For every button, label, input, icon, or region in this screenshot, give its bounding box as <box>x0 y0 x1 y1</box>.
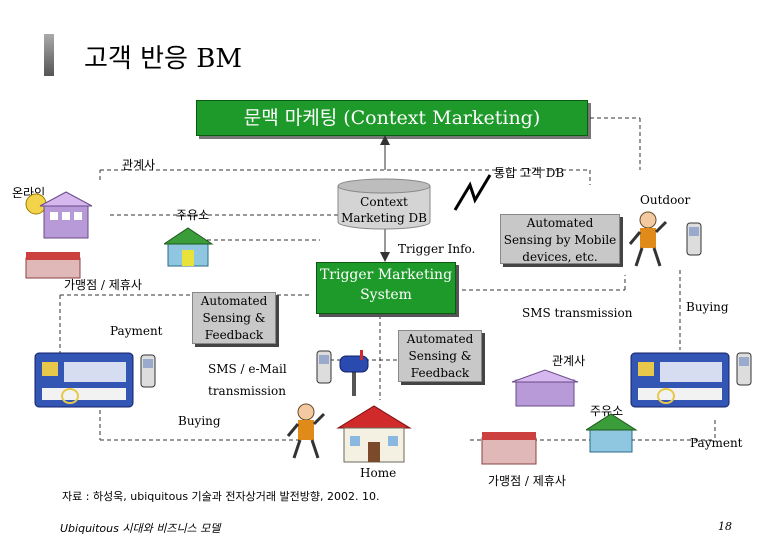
mobile-phone-icon-home <box>316 350 332 384</box>
affiliate-label-top: 관계사 <box>122 158 156 172</box>
payment-label-left: Payment <box>110 324 163 338</box>
merchant-label-left: 가맹점 / 제휴사 <box>64 278 142 292</box>
gas-station-icon-top <box>164 227 214 267</box>
database-icon <box>337 178 431 230</box>
mobile-phone-icon-outdoor <box>686 222 702 256</box>
context-marketing-banner: 문맥 마케팅 (Context Marketing) <box>196 100 588 136</box>
integrated-db-label: 통합 고객 DB <box>494 166 565 180</box>
gas-station-icon-right <box>586 413 638 453</box>
mobile-card-icon-left <box>34 352 134 408</box>
online-building-icon <box>25 191 93 239</box>
gas-station-label-top: 주유소 <box>176 208 210 222</box>
person-outdoor-icon <box>628 211 668 267</box>
title-accent-bar <box>44 34 54 76</box>
automated-feedback-box-left: Automated Sensing & Feedback <box>192 292 276 344</box>
buying-label-right: Buying <box>686 300 729 314</box>
page-number: 18 <box>718 520 732 533</box>
buying-label-left: Buying <box>178 414 221 428</box>
mailbox-icon <box>339 350 369 396</box>
merchant-shop-icon-bottom <box>481 432 537 465</box>
gas-station-label-right: 주유소 <box>590 404 624 418</box>
automated-sensing-mobile-box: Automated Sensing by Mobile devices, etc… <box>500 214 620 264</box>
mobile-phone-icon-left <box>140 354 156 388</box>
automated-feedback-box-center: Automated Sensing & Feedback <box>398 330 482 382</box>
trigger-marketing-system-box: Trigger Marketing System <box>316 262 456 314</box>
page-title: 고객 반응 BM <box>84 44 242 74</box>
home-label: Home <box>360 466 397 480</box>
payment-label-right: Payment <box>690 436 743 450</box>
merchant-label-bottom: 가맹점 / 제휴사 <box>488 474 566 488</box>
mobile-card-icon-right <box>630 352 730 408</box>
person-home-icon <box>286 403 326 459</box>
context-db-label: Context Marketing DB <box>341 195 427 225</box>
affiliate-label-right: 관계사 <box>552 354 586 368</box>
outdoor-label: Outdoor <box>640 193 691 207</box>
home-house-icon <box>336 405 412 463</box>
footer-title: Ubiquitous 시대와 비즈니스 모델 <box>60 522 221 535</box>
source-citation: 자료 : 하성욱, ubiquitous 기술과 전자상거래 발전방향, 200… <box>62 490 380 503</box>
mobile-phone-icon-right <box>736 352 752 386</box>
affiliate-building-icon-right <box>511 369 579 407</box>
trigger-info-label: Trigger Info. <box>398 242 476 256</box>
sms-transmission-label: SMS transmission <box>522 306 633 320</box>
sms-email-label: SMS / e-Mail transmission <box>208 362 287 398</box>
merchant-shop-icon-left <box>25 252 81 279</box>
